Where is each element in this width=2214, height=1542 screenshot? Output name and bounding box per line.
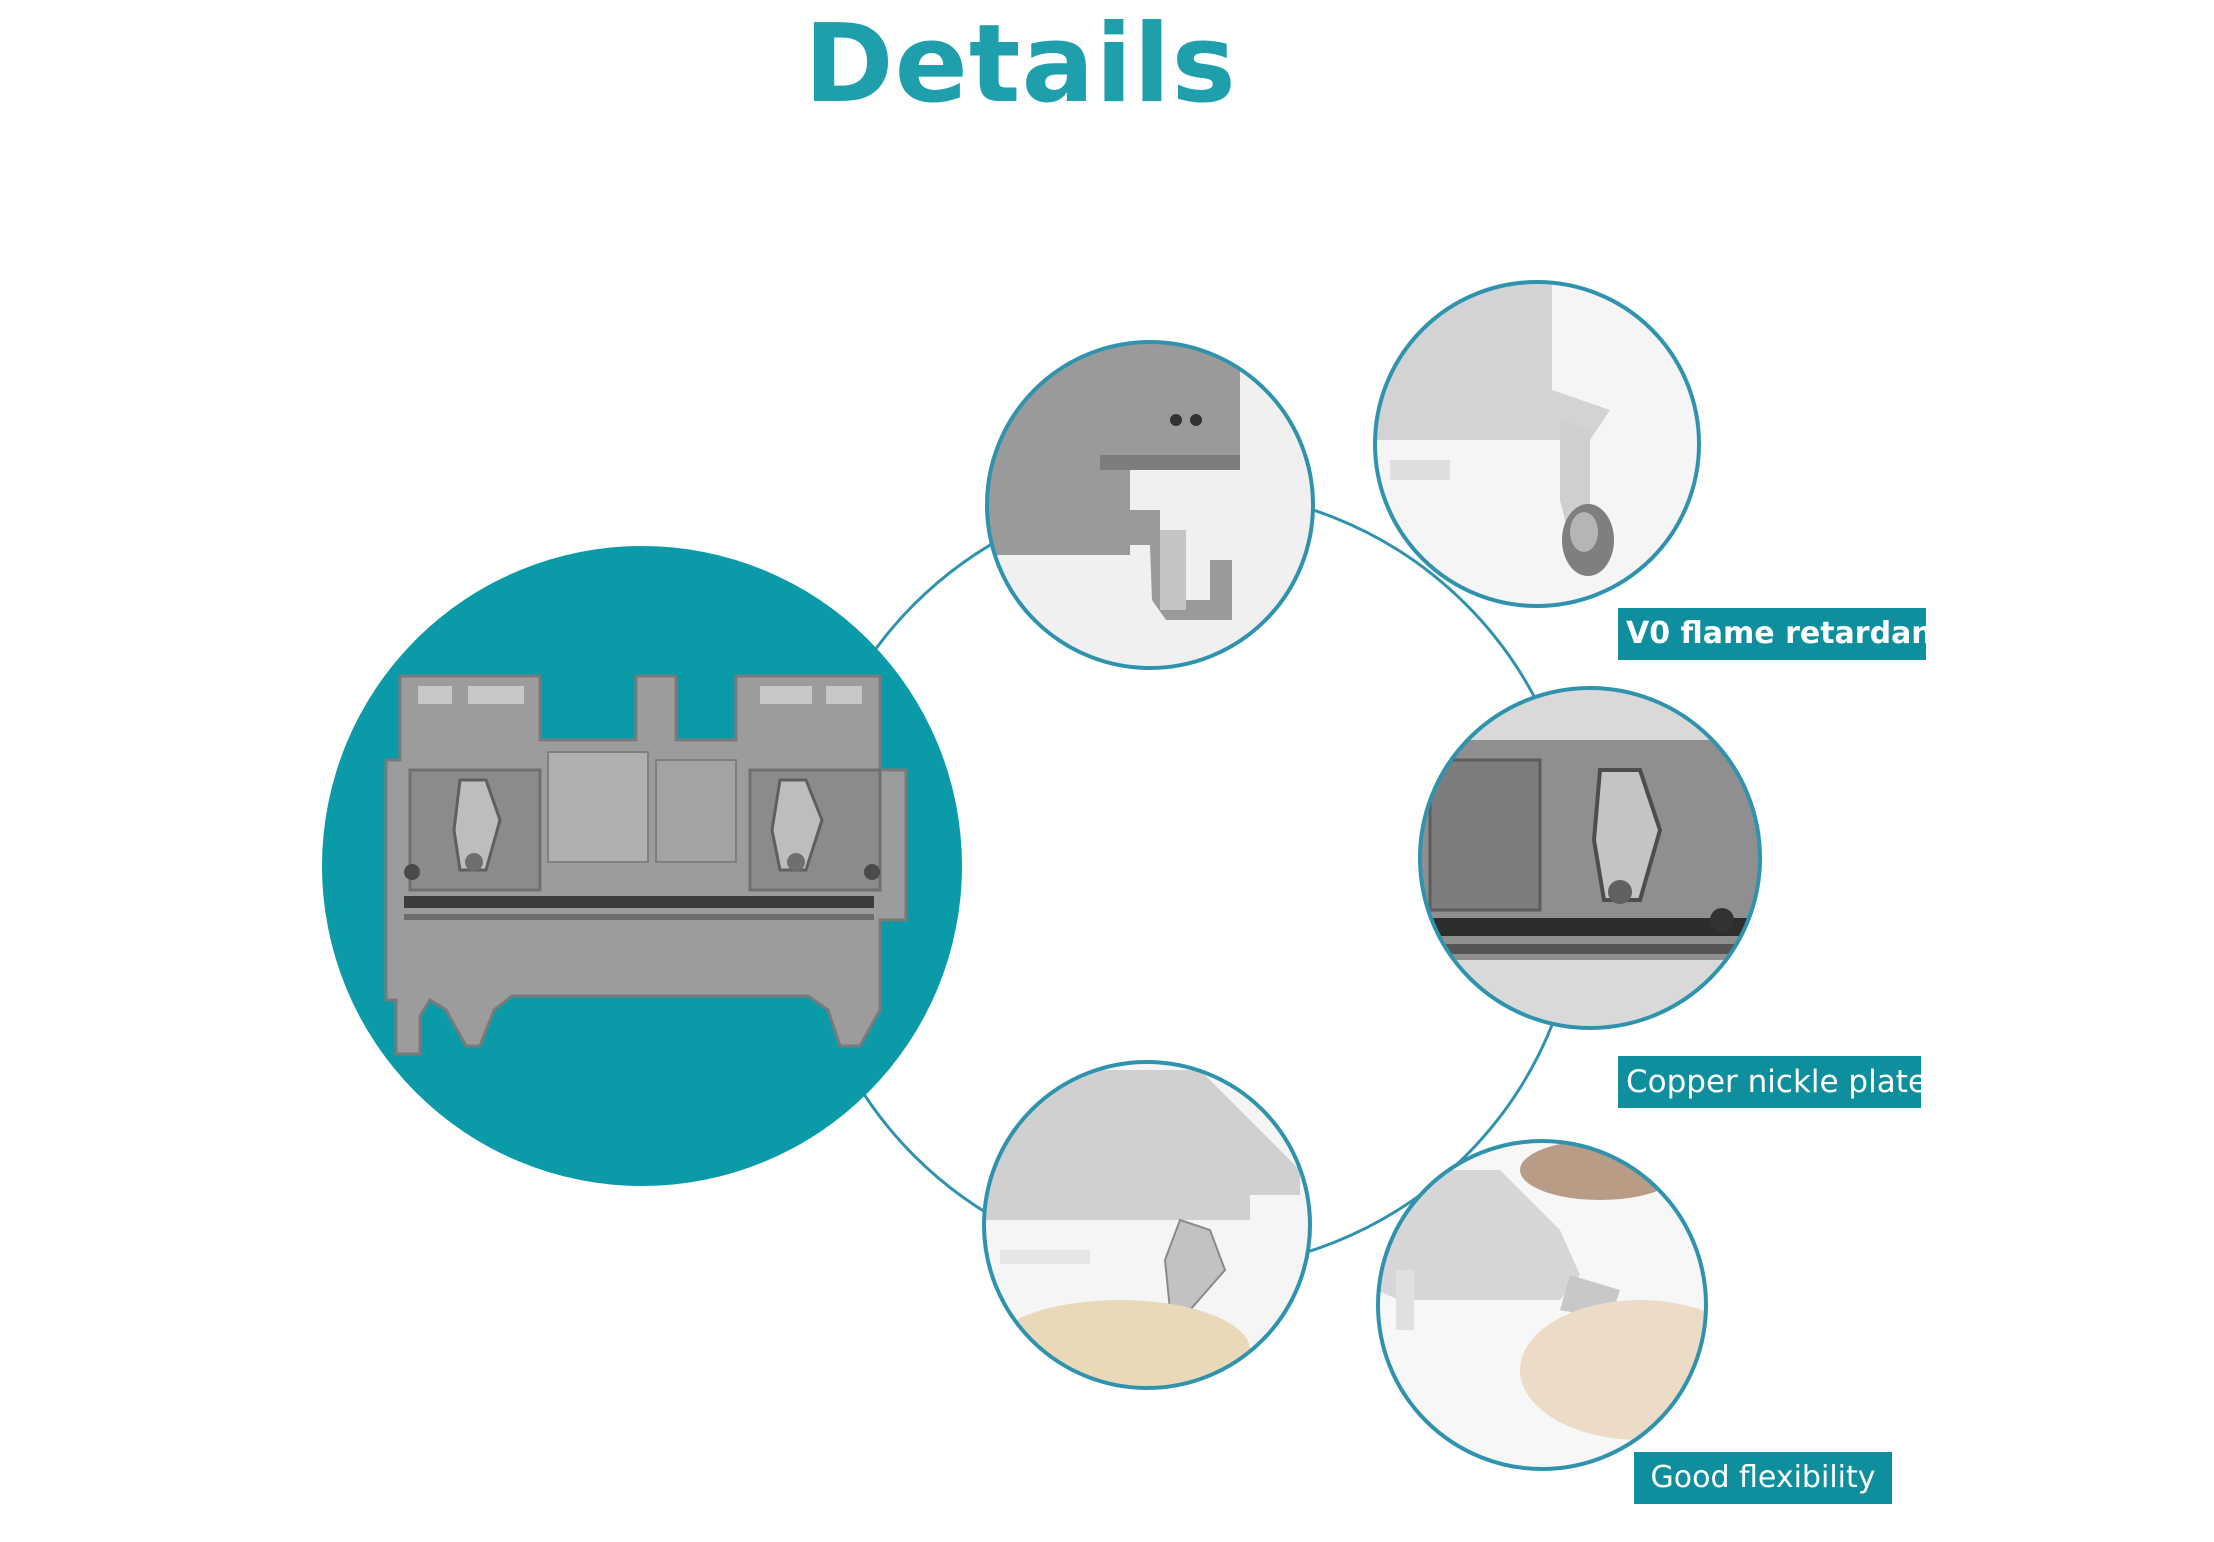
detail-view-clip [984,1062,1310,1388]
detail-view-copper [1420,688,1760,1028]
terminal-block-image [384,674,908,1056]
detail-circle-bottomright [1376,1139,1708,1471]
detail-circle-topright [1373,280,1701,608]
detail-circle-midright [1418,686,1762,1030]
detail-view-flexibility [1378,1141,1706,1469]
page-title: Details [804,2,1237,127]
detail-view-flame [1375,282,1699,606]
flexibility-caption: Good flexibility [1634,1452,1892,1504]
flame-retardant-caption: V0 flame retardant [1618,608,1947,660]
detail-circle-bottom [982,1060,1312,1390]
detail-view-foot [987,342,1313,668]
detail-circle-top [985,340,1315,670]
main-product-view [322,546,962,1186]
copper-plated-caption: Copper nickle plated [1618,1056,1947,1108]
